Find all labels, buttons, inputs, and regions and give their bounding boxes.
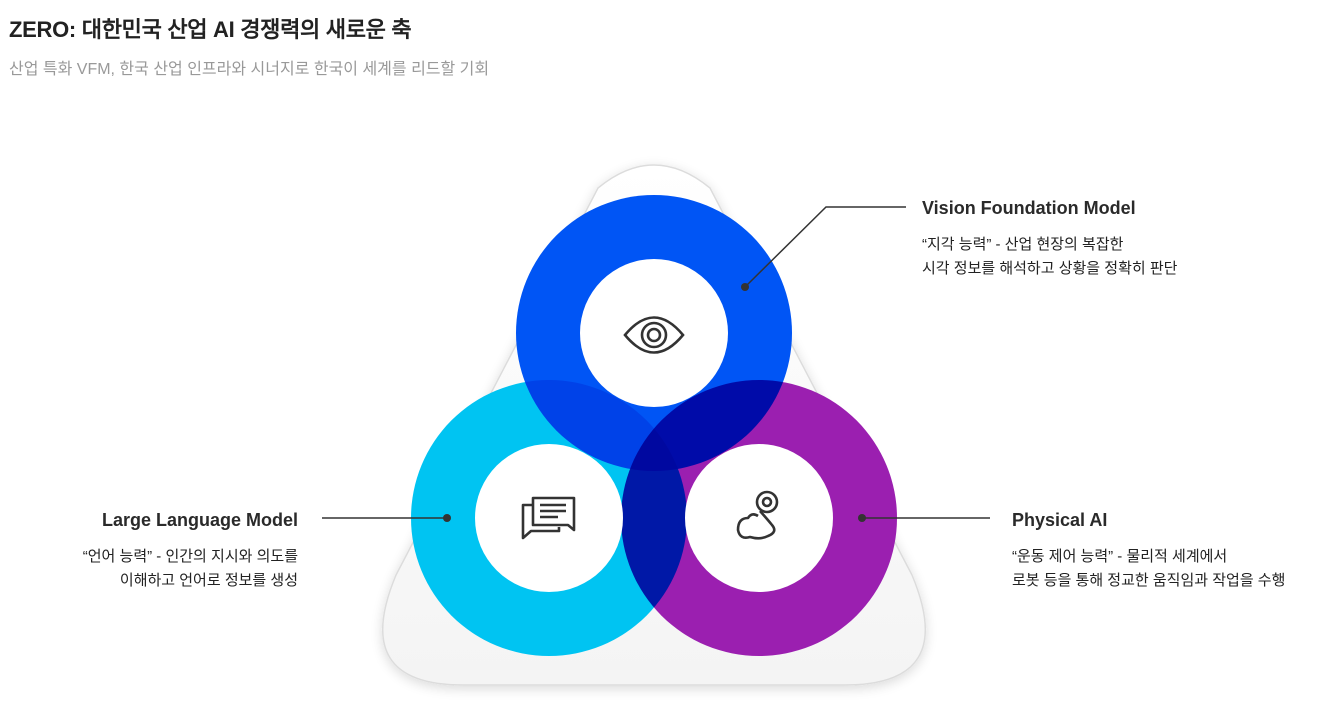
- llm-label: Large Language Model “언어 능력” - 인간의 지시와 의…: [83, 510, 298, 593]
- physical-ai-title: Physical AI: [1012, 510, 1108, 530]
- vfm-label: Vision Foundation Model “지각 능력” - 산업 현장의…: [922, 198, 1177, 281]
- llm-connector: [322, 514, 451, 522]
- vfm-connector: [741, 206, 906, 291]
- llm-title: Large Language Model: [101, 510, 298, 530]
- vfm-inner: [580, 259, 728, 407]
- physical-ai-desc-line2: 로봇 등을 통해 정교한 움직임과 작업을 수행: [1012, 572, 1286, 589]
- muscle-arm-icon: [736, 490, 779, 540]
- chat-icon: [521, 496, 576, 540]
- vfm-desc-line1: “지각 능력” - 산업 현장의 복잡한: [922, 236, 1124, 253]
- page-subtitle: 산업 특화 VFM, 한국 산업 인프라와 시너지로 한국이 세계를 리드할 기…: [9, 61, 490, 78]
- llm-desc-line2: 이해하고 언어로 정보를 생성: [119, 572, 298, 589]
- vfm-desc-line2: 시각 정보를 해석하고 상황을 정확히 판단: [922, 260, 1178, 277]
- vfm-title: Vision Foundation Model: [922, 198, 1136, 218]
- physical-ai-connector: [858, 514, 990, 522]
- llm-desc-line1: “언어 능력” - 인간의 지시와 의도를: [82, 548, 298, 565]
- page-title: ZERO: 대한민국 산업 AI 경쟁력의 새로운 축: [9, 17, 412, 42]
- physical-ai-inner: [685, 444, 833, 592]
- eye-icon: [623, 316, 685, 354]
- physical-ai-desc-line1: “운동 제어 능력” - 물리적 세계에서: [1012, 548, 1228, 565]
- physical-ai-label: Physical AI “운동 제어 능력” - 물리적 세계에서 로봇 등을 …: [1012, 510, 1285, 593]
